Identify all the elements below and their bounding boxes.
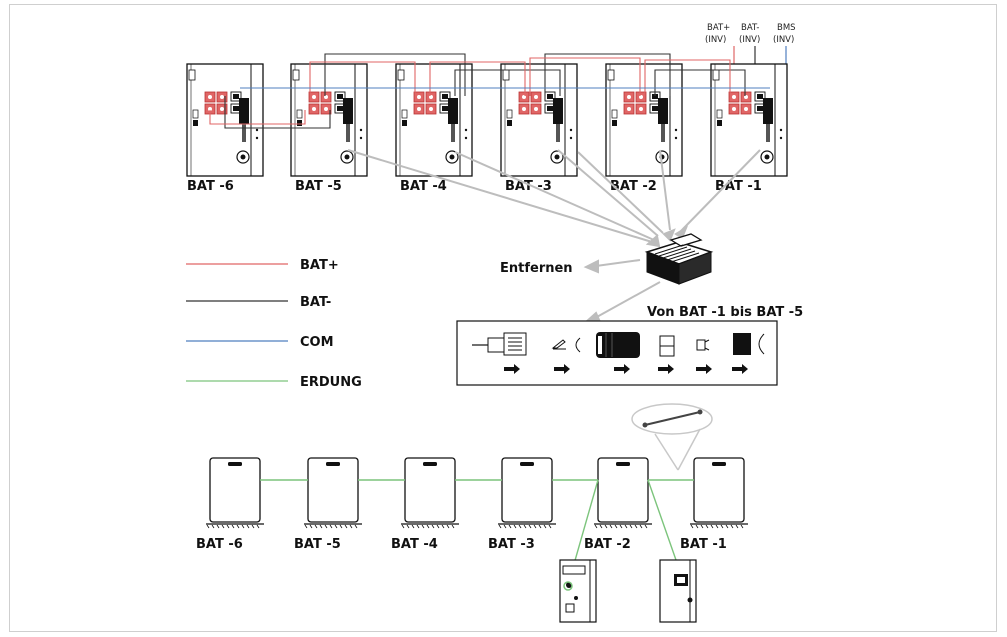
legend-label-pos: BAT+ [300, 258, 339, 273]
bottom-module-2: BAT -5 [294, 457, 362, 552]
top-module-2: BAT -5 [290, 63, 368, 194]
top-module-5: BAT -2 [605, 63, 683, 194]
step-arrows [504, 364, 748, 374]
top-module-1: BAT -6 [186, 63, 264, 194]
bottom-module-6: BAT -1 [680, 457, 748, 552]
legend: BAT+ BAT- COM ERDUNG [186, 258, 362, 390]
legend-label-com: COM [300, 335, 334, 350]
latch-icon [696, 339, 710, 351]
bottom-battery-label-4: BAT -3 [488, 537, 535, 552]
legend-label-neg: BAT- [300, 295, 331, 310]
bottom-battery-label-5: BAT -2 [584, 537, 631, 552]
top-battery-label-2: BAT -5 [295, 179, 342, 194]
diagram-frame [9, 4, 997, 632]
top-battery-label-1: BAT -6 [187, 179, 234, 194]
top-battery-label-3: BAT -4 [400, 179, 447, 194]
bottom-battery-label-6: BAT -1 [680, 537, 727, 552]
inv-label-1-top: BAT+ [707, 23, 730, 33]
bottom-module-1: BAT -6 [196, 457, 264, 552]
crimp-steps-box [456, 320, 778, 386]
inv-label-2-top: BAT- [741, 23, 759, 33]
rj45-plug-icon [644, 233, 714, 285]
boot-icon [596, 332, 640, 358]
top-module-4: BAT -3 [500, 63, 578, 194]
top-wiring [209, 53, 770, 129]
legend-label-ground: ERDUNG [300, 375, 362, 390]
inv-label-3-bottom: (INV) [773, 35, 794, 45]
bottom-battery-label-1: BAT -6 [196, 537, 243, 552]
top-battery-modules: BAT -6 BAT -5 BAT -4 BAT -3 BAT -2 BAT -1 [186, 63, 788, 194]
ground-detail-left [559, 559, 597, 623]
inv-label-1-bottom: (INV) [705, 35, 726, 45]
top-battery-label-5: BAT -2 [610, 179, 657, 194]
clip-icon [551, 337, 581, 353]
final-connector-icon [733, 333, 765, 355]
cable-plug-icon [472, 332, 527, 356]
bottom-module-5: BAT -2 [584, 457, 652, 552]
bottom-battery-label-2: BAT -5 [294, 537, 341, 552]
ground-cable-callout [631, 403, 713, 471]
inv-label-3-top: BMS [777, 23, 796, 33]
top-module-3: BAT -4 [395, 63, 473, 194]
bottom-battery-label-3: BAT -4 [391, 537, 438, 552]
top-battery-label-6: BAT -1 [715, 179, 762, 194]
range-label: Von BAT -1 bis BAT -5 [647, 305, 803, 320]
inv-label-2-bottom: (INV) [739, 35, 760, 45]
top-module-6: BAT -1 [710, 63, 788, 194]
remove-label: Entfernen [500, 261, 573, 276]
bottom-module-3: BAT -4 [391, 457, 459, 552]
housing-icon [659, 335, 675, 357]
bottom-battery-modules: BAT -6 BAT -5 BAT -4 BAT -3 BAT -2 BAT -1 [196, 457, 748, 552]
bottom-module-4: BAT -3 [488, 457, 556, 552]
ground-detail-right [659, 559, 697, 623]
